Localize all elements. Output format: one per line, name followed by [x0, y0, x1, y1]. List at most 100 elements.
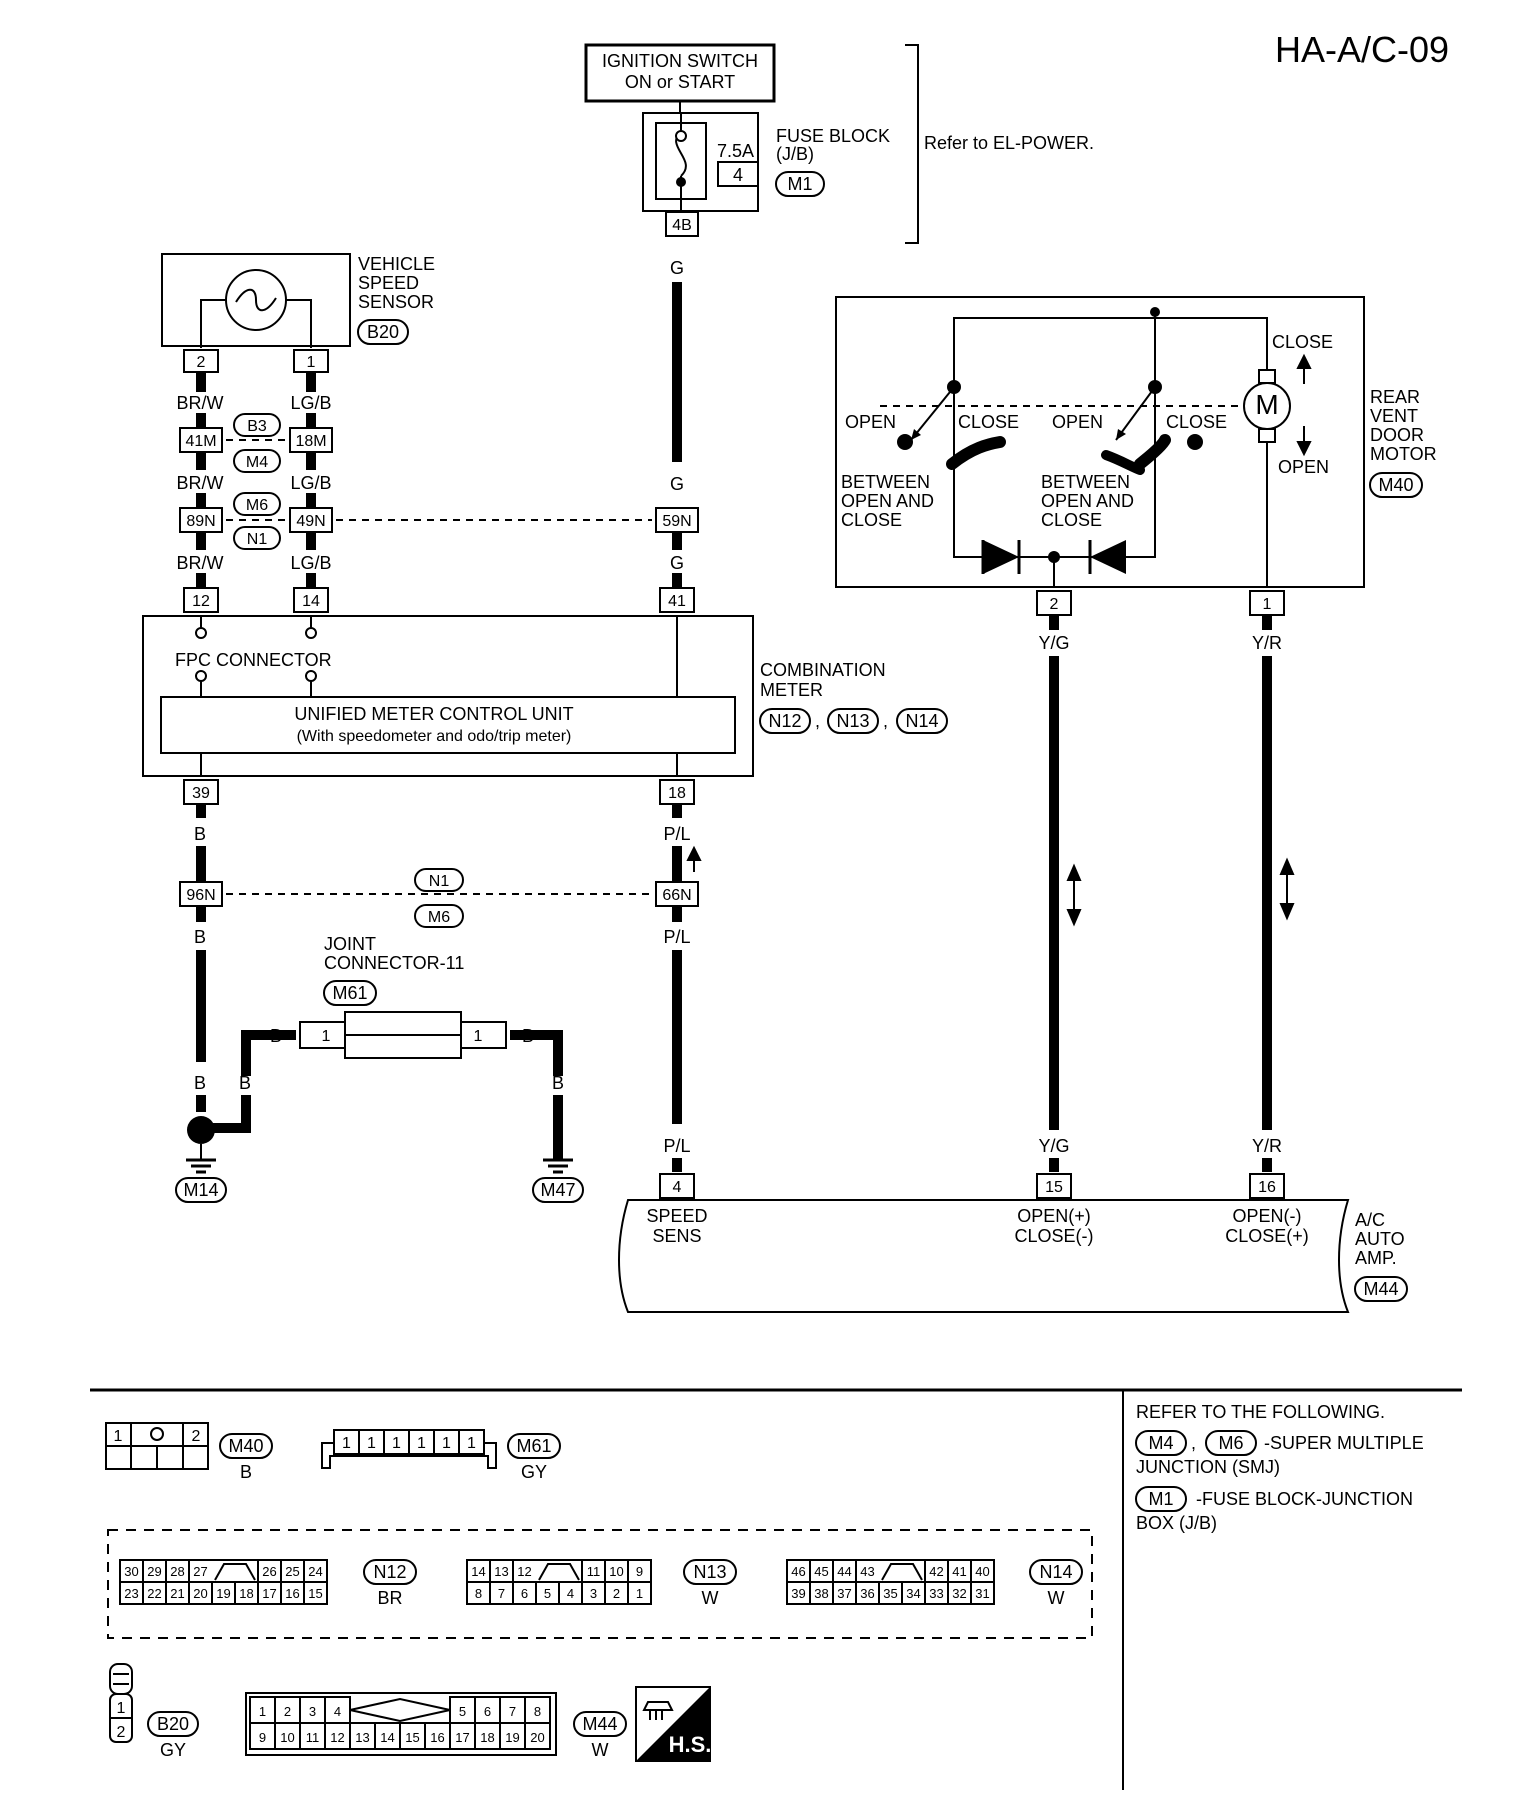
- motor-between3-a: CLOSE: [841, 510, 902, 530]
- wire-b-4: B: [239, 1073, 251, 1093]
- amp-connector: M44: [1363, 1279, 1398, 1299]
- n14-view-pin: 35: [883, 1586, 897, 1601]
- m44-view-pin: 4: [334, 1704, 341, 1719]
- m40-view-pin-1: 1: [114, 1428, 123, 1445]
- refer-head: REFER TO THE FOLLOWING.: [1136, 1402, 1385, 1422]
- m44-view-pin: 18: [480, 1730, 494, 1745]
- connector-m4: M4: [246, 454, 268, 471]
- amp-pin-16: 16: [1258, 1179, 1276, 1196]
- meter-sep-2: ,: [883, 711, 888, 731]
- m61-view-label: M61: [516, 1436, 551, 1456]
- fuse-block-title: FUSE BLOCK: [776, 126, 890, 146]
- ground-m14-label: M14: [183, 1180, 218, 1200]
- ground-m47-label: M47: [540, 1180, 575, 1200]
- n14-view-pin: 40: [975, 1564, 989, 1579]
- n13-view-pin: 11: [587, 1564, 601, 1579]
- fpc-connector-label: FPC CONNECTOR: [175, 650, 332, 670]
- motor-close-1: CLOSE: [958, 412, 1019, 432]
- fuse-amp: 7.5A: [717, 141, 754, 161]
- n14-view-pin: 45: [814, 1564, 828, 1579]
- n13-view-pin: 6: [521, 1586, 528, 1601]
- n14-view-label: N14: [1039, 1562, 1072, 1582]
- joint-line1: JOINT: [324, 934, 376, 954]
- m44-view-pin: 3: [309, 1704, 316, 1719]
- n12-view-color: BR: [377, 1588, 402, 1608]
- motor-title2: VENT: [1370, 406, 1418, 426]
- m61-view-pin: 1: [442, 1435, 451, 1452]
- motor-connector: M40: [1378, 475, 1413, 495]
- m61-view-cell: [433, 1429, 460, 1455]
- connector-m6: M6: [246, 497, 268, 514]
- hs-label: H.S.: [669, 1732, 712, 1757]
- connector-n1-lower: N1: [429, 873, 450, 890]
- refer-smj1: -SUPER MULTIPLE: [1264, 1433, 1424, 1453]
- b20-view-label: B20: [157, 1714, 189, 1734]
- refer-power: Refer to EL-POWER.: [924, 133, 1094, 153]
- meter-title2: METER: [760, 680, 823, 700]
- n14-view-pin: 38: [814, 1586, 828, 1601]
- motor-title3: DOOR: [1370, 425, 1424, 445]
- n14-view-pin: 43: [860, 1564, 874, 1579]
- motor-between2-a: OPEN AND: [841, 491, 934, 511]
- joint-connector-11: 1 1: [299, 1011, 507, 1059]
- wire-brw-2: BR/W: [177, 473, 224, 493]
- motor-between2-b: OPEN AND: [1041, 491, 1134, 511]
- m44-view-pin: 14: [380, 1730, 394, 1745]
- m61-view-pin: 1: [467, 1435, 476, 1452]
- joint-pin-right: 1: [474, 1028, 483, 1045]
- n14-view-pin: 33: [929, 1586, 943, 1601]
- amp-open-plus: OPEN(+): [1017, 1206, 1091, 1226]
- meter-connector-n13: N13: [836, 711, 869, 731]
- refer-m6: M6: [1218, 1433, 1243, 1453]
- motor-between3-b: CLOSE: [1041, 510, 1102, 530]
- connector-view-m40: 1 2: [105, 1422, 209, 1470]
- amp-title1: A/C: [1355, 1210, 1385, 1230]
- wire-brw-1: BR/W: [177, 393, 224, 413]
- wire-yr-2: Y/R: [1252, 1136, 1282, 1156]
- motor-open-1: OPEN: [845, 412, 896, 432]
- n12-view-pin: 27: [193, 1564, 207, 1579]
- vss-line3: SENSOR: [358, 292, 434, 312]
- amp-speed2: SENS: [652, 1226, 701, 1246]
- n13-view-pin: 12: [517, 1564, 531, 1579]
- n12-view-pin: 21: [170, 1586, 184, 1601]
- amp-title3: AMP.: [1355, 1248, 1397, 1268]
- n14-view-pin: 44: [837, 1564, 851, 1579]
- refer-jb1: -FUSE BLOCK-JUNCTION: [1196, 1489, 1413, 1509]
- m44-view-pin: 16: [430, 1730, 444, 1745]
- ignition-switch: IGNITION SWITCH ON or START: [584, 43, 776, 103]
- refer-sep: ,: [1191, 1433, 1196, 1453]
- m44-view-label: M44: [582, 1714, 617, 1734]
- n13-view-pin: 3: [590, 1586, 597, 1601]
- m44-view-pin: 8: [534, 1704, 541, 1719]
- motor-open-2: OPEN: [1052, 412, 1103, 432]
- m44-view-pin: 12: [330, 1730, 344, 1745]
- joint-line2: CONNECTOR-11: [324, 953, 464, 973]
- n13-view-pin: 8: [475, 1586, 482, 1601]
- wire-g-1: G: [670, 258, 684, 278]
- n12-view-pin: 30: [124, 1564, 138, 1579]
- fuse-block: 7.5A 4: [642, 112, 759, 212]
- n14-view-pin: 39: [791, 1586, 805, 1601]
- meter-title1: COMBINATION: [760, 660, 886, 680]
- n14-view-pin: 42: [929, 1564, 943, 1579]
- motor-symbol: M: [1255, 389, 1278, 420]
- amp-title2: AUTO: [1355, 1229, 1405, 1249]
- m44-view-pin: 13: [355, 1730, 369, 1745]
- wire-pl-2: P/L: [663, 927, 690, 947]
- n13-view-color: W: [702, 1588, 719, 1608]
- n12-view-pin: 25: [285, 1564, 299, 1579]
- ignition-line1: IGNITION SWITCH: [602, 51, 758, 71]
- meter-pin-12: 12: [192, 593, 210, 610]
- n12-view-pin: 17: [262, 1586, 276, 1601]
- m44-view-pin: 1: [259, 1704, 266, 1719]
- motor-pin-1: 1: [1263, 596, 1272, 613]
- unit-line1: UNIFIED METER CONTROL UNIT: [294, 704, 573, 724]
- n13-view-pin: 4: [567, 1586, 574, 1601]
- vss-pin-1: 1: [307, 354, 316, 371]
- junction-96n: 96N: [186, 887, 215, 904]
- motor-title1: REAR: [1370, 387, 1420, 407]
